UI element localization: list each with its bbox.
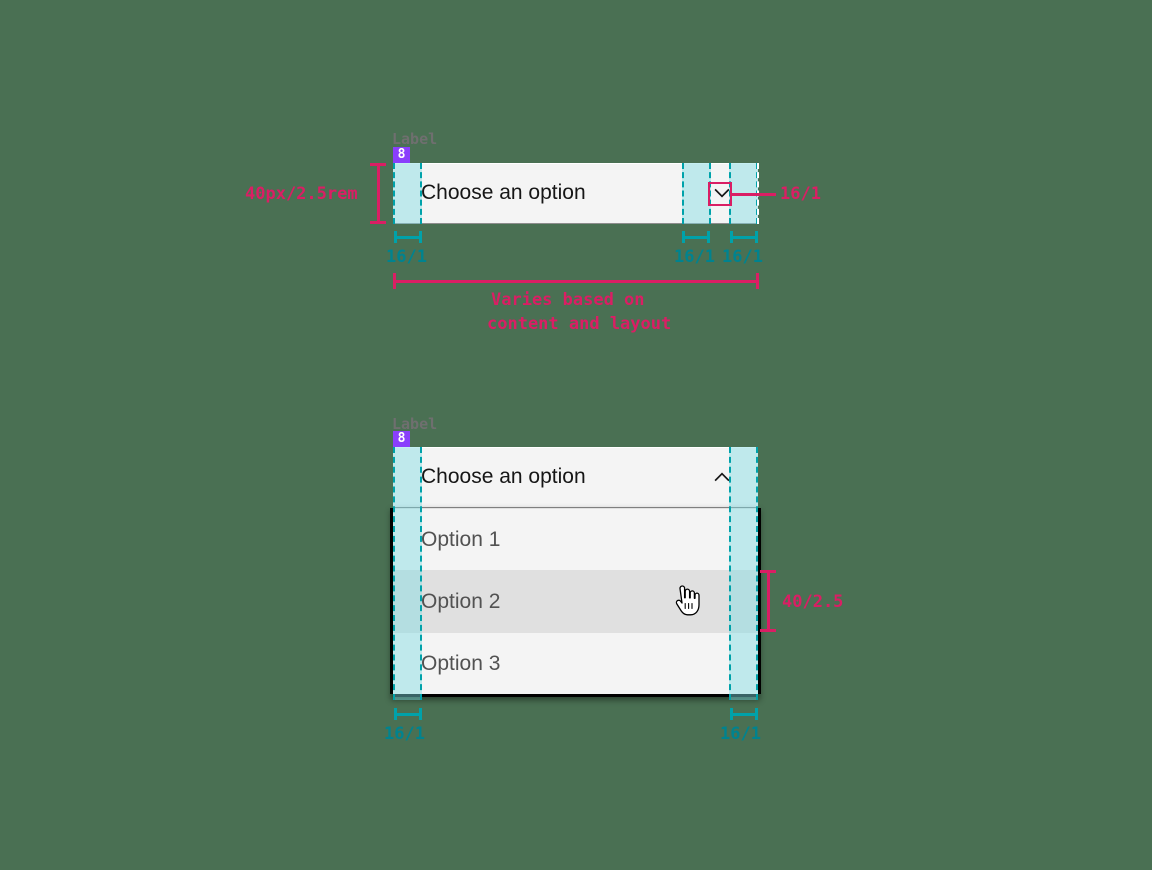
closed-icon-gap-annotation: 16/1 [674,247,715,267]
list-item[interactable]: Option 3 [393,632,758,694]
open-right-padding-annotation: 16/1 [720,724,761,744]
option-label: Option 2 [421,589,501,613]
open-dropdown-spacing-badge: 8 [393,431,410,448]
closed-height-annotation: 40px/2.5rem [245,184,358,204]
option-label: Option 3 [421,651,501,675]
closed-dropdown-label: Label [392,130,438,148]
closed-icon-gap-marker [682,231,710,243]
closed-left-padding-marker [394,231,422,243]
list-item[interactable]: Option 2 [393,570,758,632]
closed-width-annotation-line1: Varies based on [491,290,645,310]
closed-height-measure-bar [370,163,386,224]
closed-right-padding-annotation: 16/1 [722,247,763,267]
chevron-size-highlight [708,182,732,206]
open-right-padding-marker [730,708,758,720]
chevron-size-annotation: 16/1 [780,184,821,204]
option-height-measure-bar [760,570,776,632]
list-item[interactable]: Option 1 [393,508,758,570]
open-dropdown-value: Choose an option [421,465,586,488]
chevron-size-leader [732,193,776,196]
open-dropdown-menu: Option 1 Option 2 Option 3 [393,508,758,694]
closed-dropdown-spacing-badge: 8 [393,147,410,164]
chevron-up-icon[interactable] [710,465,734,489]
closed-width-annotation-line2: content and layout [487,314,672,334]
closed-dropdown-trigger[interactable]: Choose an option [393,163,758,224]
open-left-padding-annotation: 16/1 [384,724,425,744]
closed-right-padding-marker [730,231,758,243]
closed-dropdown-value: Choose an option [421,181,586,204]
option-height-annotation: 40/2.5 [782,592,844,612]
option-label: Option 1 [421,527,501,551]
field-top-highlight [393,163,758,164]
closed-width-measure-bar [393,273,759,289]
closed-left-padding-annotation: 16/1 [386,247,427,267]
open-field-top-highlight [393,447,758,448]
open-left-padding-marker [394,708,422,720]
open-dropdown-label: Label [392,415,438,433]
open-dropdown-trigger[interactable]: Choose an option [393,447,758,508]
chevron-down-icon[interactable] [710,181,734,205]
